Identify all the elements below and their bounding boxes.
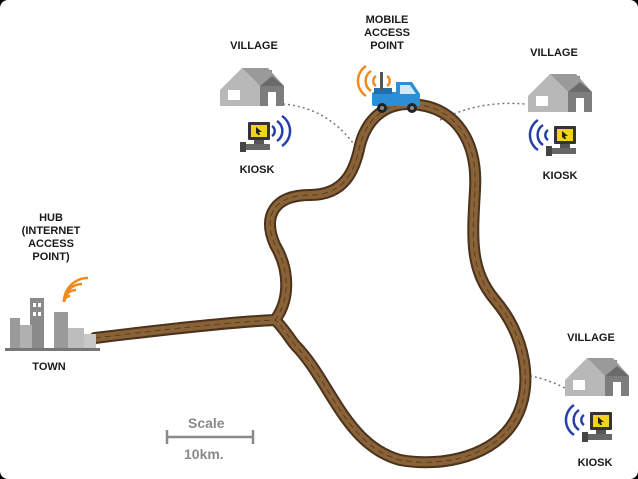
village-house-icon-left [220,68,284,106]
link-left-village [282,103,359,151]
village-label-right: VILLAGE [530,47,578,59]
kiosk-wifi-icon-left [271,114,292,148]
village-label-bottom: VILLAGE [567,332,615,344]
village-label-left: VILLAGE [230,40,278,52]
hub-wifi-icon [62,276,89,303]
scale-distance: 10km. [184,446,224,462]
kiosk-wifi-icon-bottom [564,403,585,437]
mobile-wifi-icon [356,64,391,98]
kiosk-computer-icon-right [546,126,576,156]
scale-bar [165,430,255,444]
town-label: TOWN [32,361,66,373]
town-buildings-icon [5,298,100,351]
village-house-icon-bottom [565,358,629,396]
hub-label: HUB (INTERNET ACCESS POINT) [21,212,81,263]
village-house-icon-right [528,74,592,112]
road-network [89,98,532,469]
kiosk-label-right: KIOSK [542,170,578,182]
link-bottom-village [524,374,566,389]
kiosk-computer-icon-left [240,122,270,152]
mobile-truck-icon [372,72,420,113]
kiosk-label-left: KIOSK [239,164,275,176]
kiosk-label-bottom: KIOSK [577,457,613,469]
kiosk-computer-icon-bottom [582,412,612,442]
kiosk-wifi-icon-right [528,118,549,152]
mobile-access-point-label: MOBILE ACCESS POINT [364,14,410,52]
scale-title: Scale [188,415,225,431]
